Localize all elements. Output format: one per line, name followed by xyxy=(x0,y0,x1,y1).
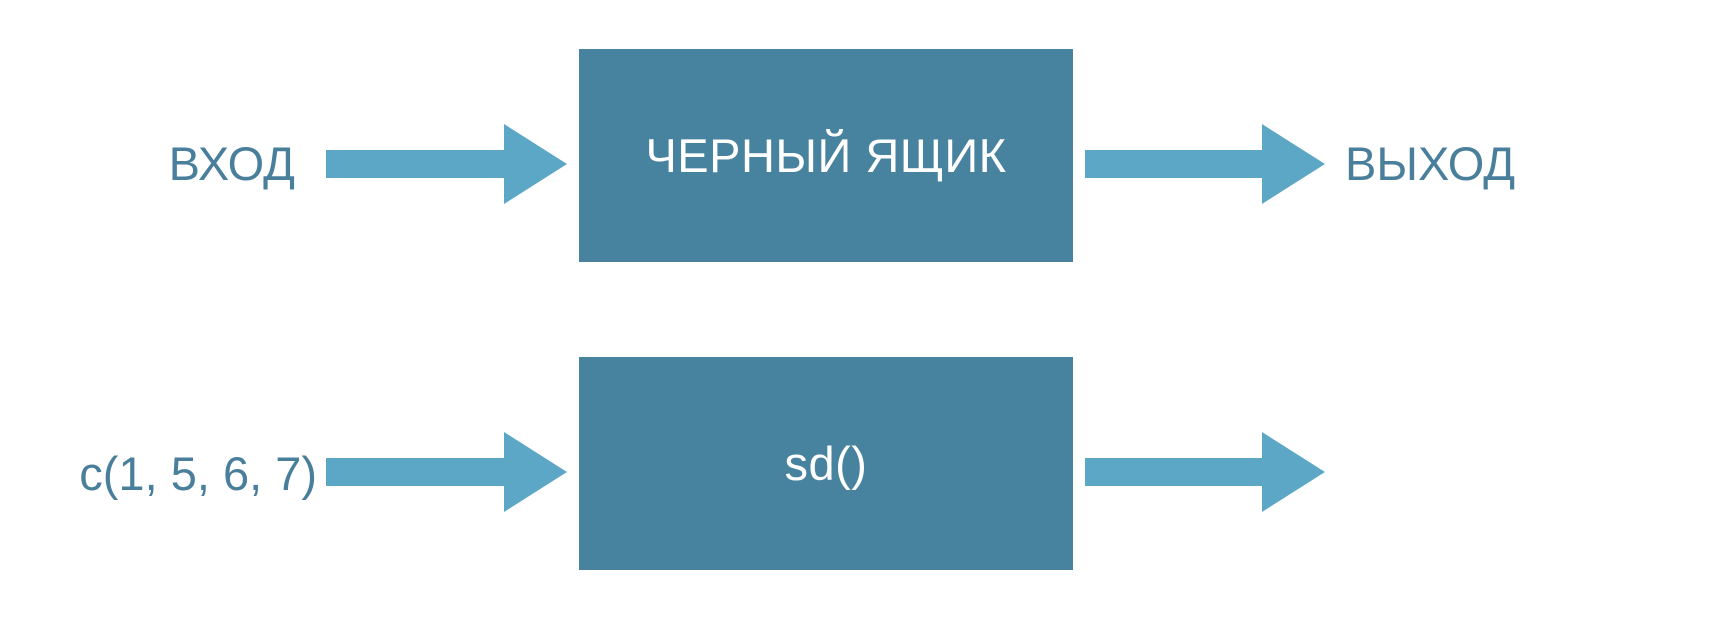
function-box-label: sd() xyxy=(784,437,868,490)
input-label: ВХОД xyxy=(168,136,295,190)
black-box-label: ЧЕРНЫЙ ЯЩИК xyxy=(645,129,1007,182)
input-arrow-shape xyxy=(326,124,567,204)
black-box: ЧЕРНЫЙ ЯЩИК xyxy=(579,49,1073,262)
sample-output-arrow-shape xyxy=(1085,432,1325,512)
output-arrow xyxy=(1085,124,1325,204)
sample-input-label: c(1, 5, 6, 7) xyxy=(79,446,317,500)
function-box: sd() xyxy=(579,357,1073,570)
sample-input-arrow-shape xyxy=(326,432,567,512)
sample-input-arrow xyxy=(326,432,567,512)
input-arrow xyxy=(326,124,567,204)
output-arrow-shape xyxy=(1085,124,1325,204)
sample-output-arrow xyxy=(1085,432,1325,512)
output-label: ВЫХОД xyxy=(1345,136,1516,190)
